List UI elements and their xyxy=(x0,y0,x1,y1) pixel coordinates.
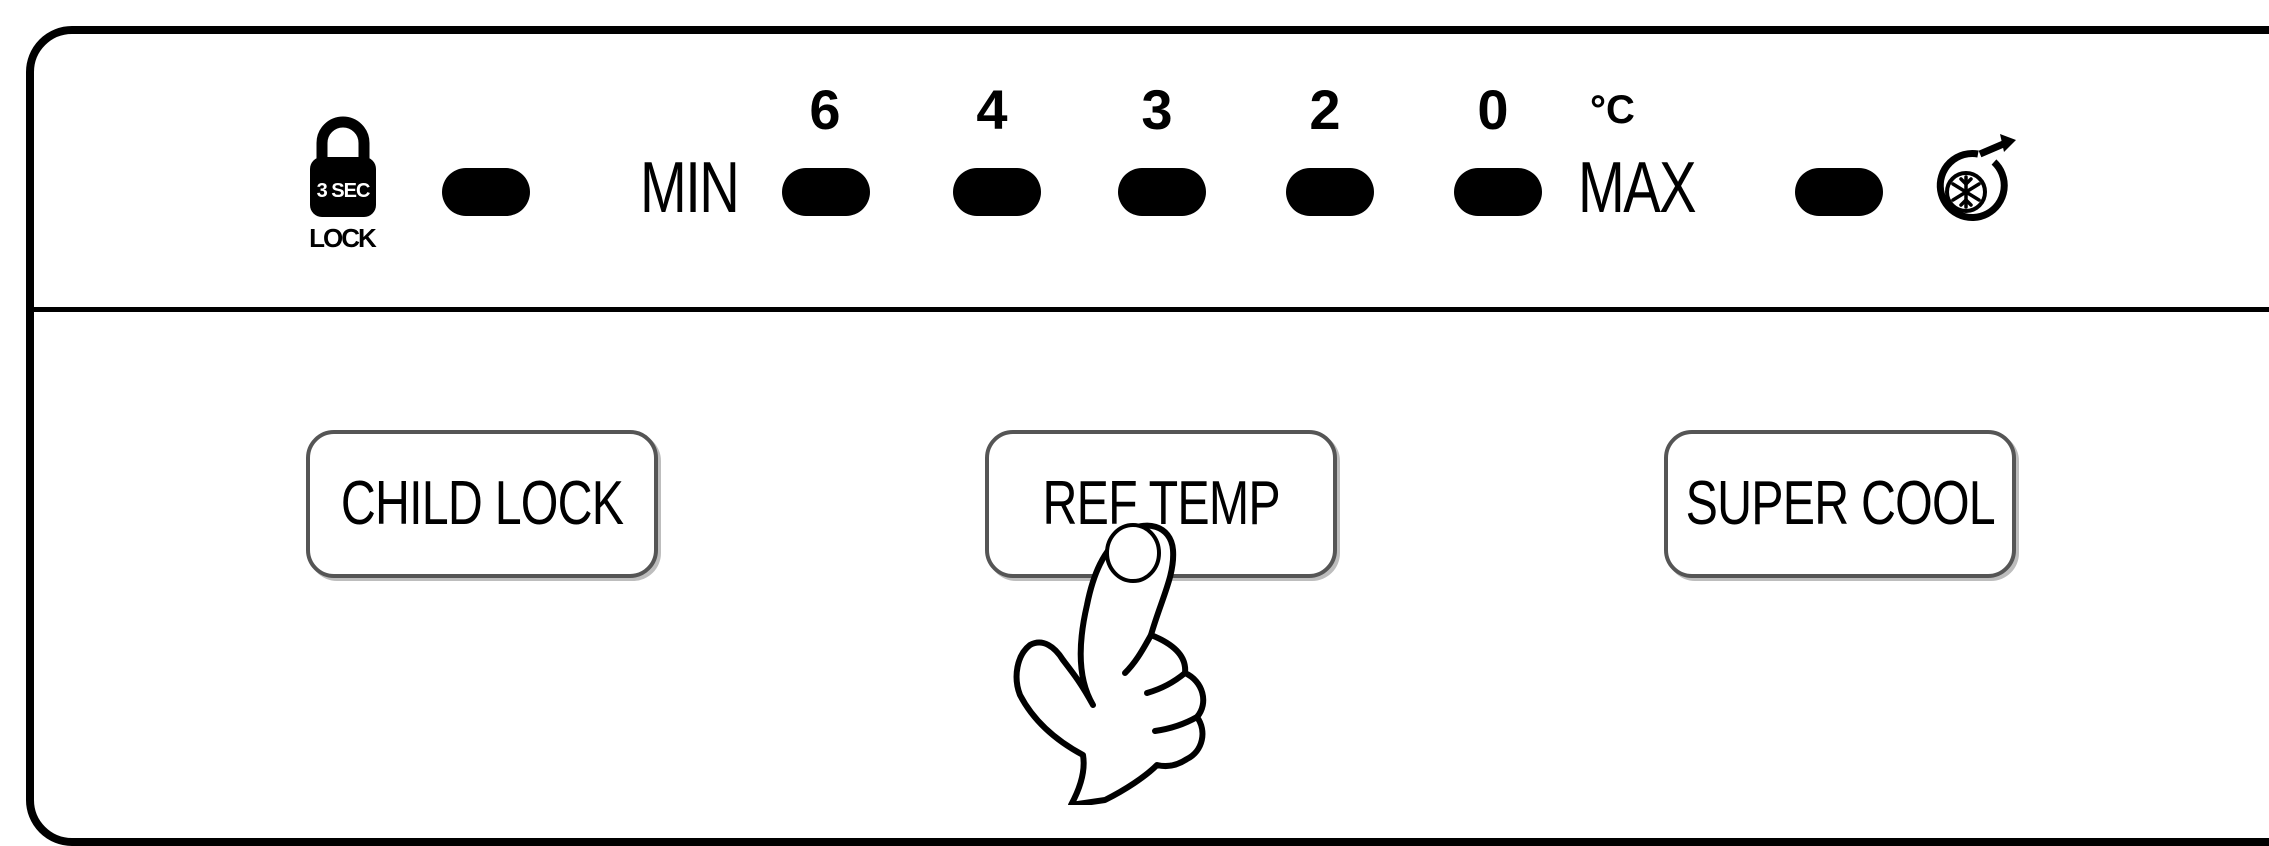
lock-label: LOCK xyxy=(296,225,388,251)
super-cool-led xyxy=(1795,168,1883,216)
temp-led-4 xyxy=(953,168,1041,216)
level-0-label: 0 xyxy=(1463,82,1523,138)
max-label: MAX xyxy=(1578,152,1695,224)
lock-badge-text: 3 SEC xyxy=(317,180,370,202)
panel-divider xyxy=(26,307,2269,312)
temp-led-2 xyxy=(1286,168,1374,216)
level-3-label: 3 xyxy=(1127,82,1187,138)
level-2-label: 2 xyxy=(1295,82,1355,138)
super-cool-button[interactable]: SUPER COOL xyxy=(1664,430,2016,578)
child-lock-label: CHILD LOCK xyxy=(341,473,623,535)
temp-led-3 xyxy=(1118,168,1206,216)
temp-led-0 xyxy=(1454,168,1542,216)
lock-indicator: 3 SEC LOCK xyxy=(296,113,388,253)
padlock-icon: 3 SEC xyxy=(308,113,378,221)
super-cool-label: SUPER COOL xyxy=(1685,473,1994,535)
min-label: MIN xyxy=(640,152,738,224)
level-6-label: 6 xyxy=(795,82,855,138)
child-lock-button[interactable]: CHILD LOCK xyxy=(306,430,658,578)
level-4-label: 4 xyxy=(962,82,1022,138)
temp-led-6 xyxy=(782,168,870,216)
super-cool-snowflake-icon xyxy=(1928,132,2018,233)
pressing-hand-icon xyxy=(975,505,1235,810)
lock-led xyxy=(442,168,530,216)
celsius-unit: °C xyxy=(1590,90,1635,130)
